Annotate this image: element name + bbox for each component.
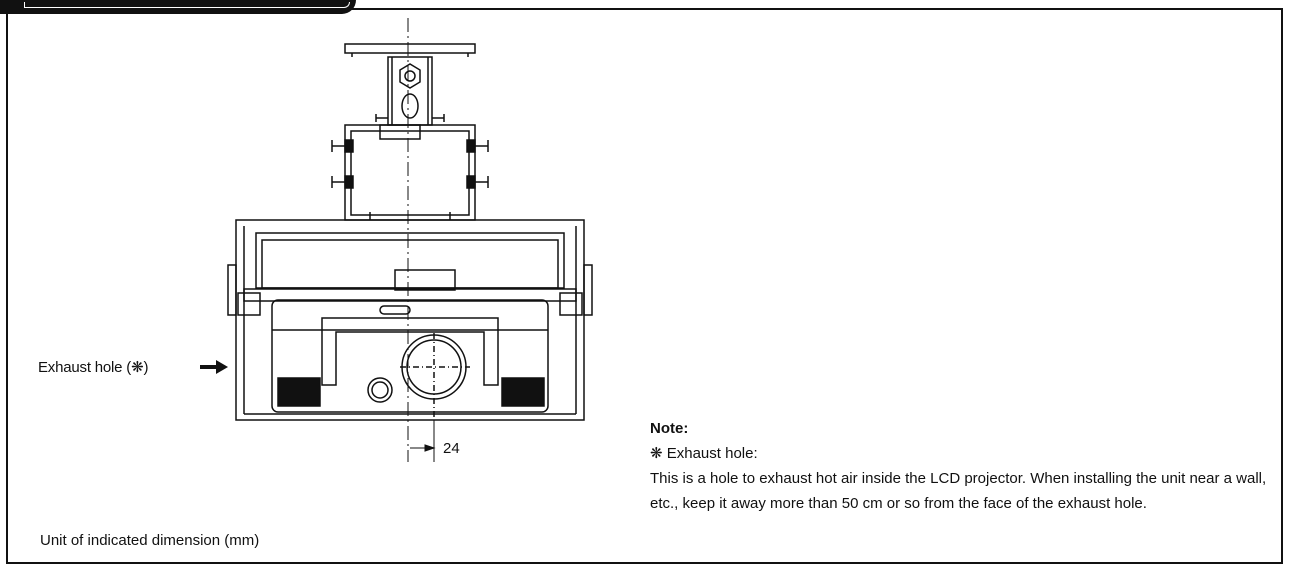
header-tab [0, 0, 356, 14]
note-exhaust-heading: ❋ Exhaust hole: [650, 445, 758, 462]
figure-frame [6, 8, 1283, 564]
projector-body [271, 299, 549, 413]
mount-frame [235, 219, 585, 421]
note-title: Note: [650, 420, 689, 437]
unit-label: Unit of indicated dimension (mm) [40, 532, 260, 549]
exhaust-hole-label: Exhaust hole (❋) [38, 359, 149, 376]
note-body: This is a hole to exhaust hot air inside… [650, 470, 1267, 512]
note-block: Note: ❋ Exhaust hole: This is a hole to … [650, 416, 1280, 516]
dimension-label: 24 [443, 440, 460, 457]
clamp-bolts [331, 139, 489, 189]
exhaust-vent-left [277, 377, 321, 407]
dimension-24 [410, 420, 436, 462]
nut-hexagon [399, 63, 421, 89]
mount-pole [387, 56, 433, 126]
exhaust-arrow [200, 360, 228, 374]
ceiling-plate [344, 43, 476, 54]
exhaust-vent-right [501, 377, 545, 407]
